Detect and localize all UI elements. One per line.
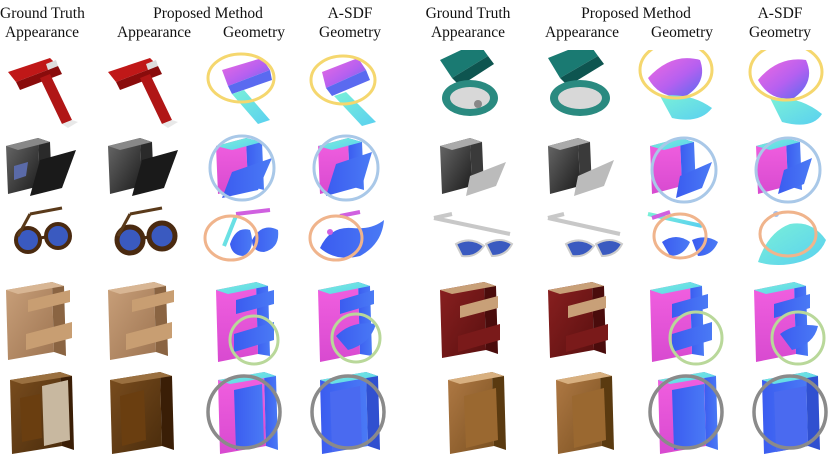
row1-left-asdf-highlight-circle xyxy=(309,54,377,106)
header-left-appearance: Appearance xyxy=(116,24,191,41)
row3-right-gt-eyeglasses xyxy=(433,212,514,258)
row3-right-proposed-geometry xyxy=(647,210,718,260)
row1-right-proposed-stapler xyxy=(548,50,610,116)
row1-right-gt-stapler xyxy=(440,50,498,116)
header-right-asdf-title: A-SDF xyxy=(757,5,803,22)
row2-left-proposed-geometry xyxy=(208,134,276,202)
header-left-gt-line2: Appearance xyxy=(4,24,79,41)
header-left-proposed: Proposed Method xyxy=(153,5,263,22)
header-left-gt: Ground Truth Appearance xyxy=(0,4,85,42)
row1-right-asdf-geometry xyxy=(748,50,824,125)
row5-left-asdf-highlight-circle xyxy=(310,374,386,450)
header-right-proposed: Proposed Method xyxy=(581,5,691,22)
row1-left-gt-stapler xyxy=(8,58,78,128)
row2-right-gt-dishwasher xyxy=(440,138,506,196)
header-right-asdf: A-SDF Geometry xyxy=(730,4,830,42)
row2-left-proposed-dishwasher xyxy=(108,138,178,196)
figure-image-grid xyxy=(6,50,828,454)
header-right-gt: Ground Truth Appearance xyxy=(418,4,518,42)
header-right-gt-line2: Appearance xyxy=(430,24,505,41)
row4-left-asdf-geometry xyxy=(318,282,382,364)
row3-left-gt-eyeglasses xyxy=(14,206,72,254)
row5-left-proposed-geometry xyxy=(206,372,282,454)
row5-right-gt-door-cabinet xyxy=(448,372,506,454)
figure-grid xyxy=(0,50,830,458)
header-left-gt-line1: Ground Truth xyxy=(0,5,85,22)
header-right-geometry: Geometry xyxy=(651,24,713,41)
header-left-asdf-geometry: Geometry xyxy=(319,24,381,41)
row4-right-proposed-geometry xyxy=(650,282,724,366)
row5-left-geometry-highlight-circle xyxy=(206,374,282,450)
row1-right-proposed-geometry xyxy=(638,50,714,120)
row2-right-proposed-dishwasher xyxy=(548,138,614,196)
row3-left-asdf-geometry xyxy=(308,210,384,262)
row3-left-proposed-geometry xyxy=(203,208,279,262)
row2-left-geometry-highlight-circle xyxy=(208,134,276,202)
row4-right-geometry-highlight-circle xyxy=(668,310,724,366)
row3-right-asdf-geometry xyxy=(758,210,826,265)
row5-left-asdf-geometry xyxy=(310,372,386,454)
row2-right-proposed-geometry xyxy=(650,136,718,204)
row5-right-asdf-geometry xyxy=(752,372,828,454)
row1-left-proposed-geometry xyxy=(206,52,276,124)
row3-right-proposed-eyeglasses xyxy=(547,212,624,258)
row4-right-asdf-highlight-circle xyxy=(770,310,826,366)
row3-right-asdf-highlight-circle xyxy=(758,210,818,258)
row2-left-gt-dishwasher xyxy=(6,138,76,196)
header-right-asdf-geometry: Geometry xyxy=(749,24,811,41)
row3-left-proposed-eyeglasses xyxy=(114,206,178,256)
row1-left-geometry-highlight-circle xyxy=(206,52,276,104)
row2-right-asdf-highlight-circle xyxy=(754,136,822,204)
header-left-asdf: A-SDF Geometry xyxy=(300,4,400,42)
row5-right-proposed-door-cabinet xyxy=(556,372,614,454)
header-right-gt-line1: Ground Truth xyxy=(425,5,511,22)
row3-left-geometry-highlight-circle xyxy=(203,214,259,262)
header-right-appearance: Appearance xyxy=(544,24,619,41)
header-left-geometry: Geometry xyxy=(223,24,285,41)
row4-right-proposed-drawer-cabinet xyxy=(548,282,608,358)
header-left-asdf-title: A-SDF xyxy=(327,5,373,22)
row5-right-geometry-highlight-circle xyxy=(648,374,724,450)
row4-left-proposed-geometry xyxy=(216,282,280,366)
row5-right-proposed-geometry xyxy=(648,372,724,454)
row4-left-proposed-drawer-cabinet xyxy=(108,282,174,360)
figure-header: Ground Truth Appearance Proposed Method … xyxy=(0,0,830,50)
row3-left-asdf-highlight-circle xyxy=(308,214,364,262)
row4-right-gt-drawer-cabinet xyxy=(440,282,500,358)
row3-right-geometry-highlight-circle xyxy=(652,212,708,260)
row1-left-asdf-geometry xyxy=(309,54,377,126)
row2-right-geometry-highlight-circle xyxy=(650,136,718,204)
row4-left-asdf-highlight-circle xyxy=(330,312,382,364)
row2-right-asdf-geometry xyxy=(754,136,822,204)
row2-left-asdf-geometry xyxy=(312,134,380,202)
row1-right-geometry-highlight-circle xyxy=(638,50,714,100)
row4-right-asdf-geometry xyxy=(754,282,826,366)
row5-left-proposed-door-cabinet xyxy=(110,372,174,454)
row5-left-gt-door-cabinet xyxy=(10,372,74,454)
row1-left-proposed-stapler xyxy=(108,58,178,128)
row2-left-asdf-highlight-circle xyxy=(312,134,380,202)
row1-right-asdf-highlight-circle xyxy=(748,50,824,102)
row4-left-geometry-highlight-circle xyxy=(228,314,280,366)
row4-left-gt-drawer-cabinet xyxy=(6,282,72,360)
row5-right-asdf-highlight-circle xyxy=(752,374,828,450)
